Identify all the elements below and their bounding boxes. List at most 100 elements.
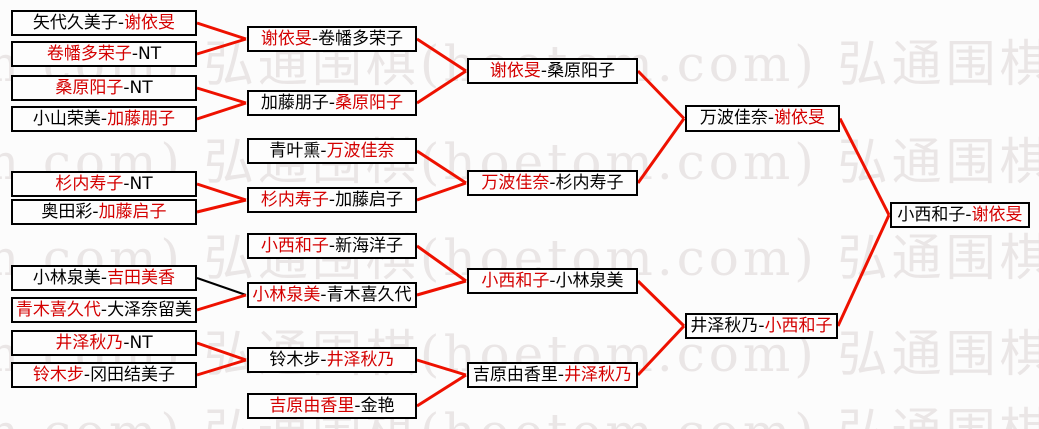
match-box-r3m2: 万波佳奈-杉内寿子 — [467, 170, 638, 196]
player-first: 桑原阳子 — [55, 77, 124, 98]
connector-sf1-f1 — [838, 117, 891, 216]
separator: - — [100, 108, 108, 129]
connector-r1m2-r2m1 — [196, 37, 247, 56]
player-first: 青叶熏 — [269, 140, 321, 161]
match-box-r2m8: 吉原由香里-金艳 — [247, 393, 417, 419]
player-second: 杉内寿子 — [555, 172, 624, 193]
separator: - — [123, 173, 130, 194]
connector-r1m4-r2m2 — [196, 101, 247, 121]
player-second: NT — [129, 77, 153, 98]
player-second: 冈田结美子 — [90, 364, 176, 385]
separator: - — [328, 235, 336, 256]
player-second: NT — [138, 43, 162, 64]
player-second: 卷幡多荣子 — [318, 28, 404, 49]
connector-r1m9-r2m7 — [196, 341, 247, 362]
match-box-r1m10: 铃木步-冈田结美子 — [11, 362, 197, 388]
match-box-f1: 小西和子-谢依旻 — [890, 202, 1030, 228]
separator: - — [92, 201, 99, 222]
player-second: NT — [129, 332, 153, 353]
connector-r2m5-r3m3 — [416, 244, 467, 283]
player-second: 井泽秋乃 — [326, 349, 395, 370]
player-first: 卷幡多荣子 — [46, 43, 132, 64]
match-box-r1m6: 奥田彩-加藤启子 — [11, 199, 197, 225]
player-first: 小西和子 — [897, 204, 966, 225]
connector-r1m1-r2m1 — [196, 21, 247, 41]
player-second: 加藤启子 — [335, 189, 404, 210]
connector-r2m2-r3m1 — [416, 69, 467, 105]
connector-r1m8-r2m6 — [196, 293, 247, 312]
player-first: 小林泉美 — [252, 284, 321, 305]
player-second: 新海洋子 — [335, 235, 404, 256]
match-box-r1m9: 井泽秋乃-NT — [11, 330, 197, 356]
player-second: NT — [129, 173, 153, 194]
match-box-r2m1: 谢依旻-卷幡多荣子 — [247, 26, 417, 52]
connector-r1m5-r2m4 — [196, 182, 247, 202]
connector-r1m3-r2m2 — [196, 86, 247, 105]
separator: - — [320, 140, 327, 161]
separator: - — [549, 270, 556, 291]
connector-r1m10-r2m7 — [196, 358, 247, 377]
match-box-r3m1: 谢依旻-桑原阳子 — [467, 58, 638, 84]
match-box-r3m3: 小西和子-小林泉美 — [467, 268, 638, 294]
player-second: 谢依旻 — [124, 12, 176, 33]
player-second: 加藤朋子 — [107, 108, 176, 129]
player-second: 桑原阳子 — [335, 92, 404, 113]
match-box-r2m2: 加藤朋子-桑原阳子 — [247, 90, 417, 116]
separator: - — [131, 43, 139, 64]
player-first: 杉内寿子 — [55, 173, 124, 194]
player-first: 铃木步 — [269, 349, 321, 370]
player-first: 谢依旻 — [260, 28, 312, 49]
player-first: 谢依旻 — [489, 60, 541, 81]
player-first: 小西和子 — [481, 270, 550, 291]
separator: - — [117, 12, 125, 33]
player-first: 矢代久美子 — [32, 12, 118, 33]
match-box-r1m5: 杉内寿子-NT — [11, 171, 197, 197]
separator: - — [557, 364, 565, 385]
player-second: 谢依旻 — [971, 204, 1023, 225]
separator: - — [549, 172, 556, 193]
player-first: 井泽秋乃 — [55, 332, 124, 353]
match-box-r1m4: 小山荣美-加藤朋子 — [11, 106, 197, 132]
player-second: 谢依旻 — [774, 108, 826, 128]
connector-r3m1-sf1 — [636, 69, 686, 120]
player-first: 小山荣美 — [32, 108, 101, 129]
separator: - — [320, 349, 327, 370]
match-box-r3m4: 吉原由香里-井泽秋乃 — [467, 362, 638, 388]
player-second: 井泽秋乃 — [564, 364, 633, 385]
connector-r3m2-sf1 — [636, 117, 686, 184]
player-second: 万波佳奈 — [326, 140, 395, 161]
separator: - — [83, 364, 91, 385]
match-box-r2m4: 杉内寿子-加藤启子 — [247, 187, 417, 213]
separator: - — [354, 395, 361, 416]
player-second: 吉田美香 — [107, 267, 176, 288]
player-second: 小林泉美 — [555, 270, 624, 291]
player-second: 桑原阳子 — [547, 60, 616, 81]
player-first: 井泽秋乃 — [690, 315, 759, 336]
separator: - — [320, 284, 327, 305]
separator: - — [100, 267, 108, 288]
separator: - — [328, 92, 336, 113]
separator: - — [328, 189, 336, 210]
player-second: 金艳 — [360, 395, 395, 416]
player-first: 奥田彩 — [41, 201, 93, 222]
separator: - — [311, 28, 319, 49]
player-first: 铃木步 — [32, 364, 84, 385]
separator: - — [123, 332, 130, 353]
match-box-sf1: 万波佳奈-谢依旻 — [685, 105, 840, 132]
match-box-r2m5: 小西和子-新海洋子 — [247, 233, 417, 259]
player-first: 青木喜久代 — [15, 299, 101, 320]
player-first: 万波佳奈 — [481, 172, 550, 193]
connector-r2m3-r3m2 — [416, 149, 467, 185]
player-second: 青木喜久代 — [326, 284, 412, 305]
connector-r1m7-r2m6 — [196, 277, 247, 296]
separator: - — [758, 315, 765, 336]
watermark-text: 弘通围棋(hoetom.com) 弘通围棋(hoetom.com) 弘通围棋(h… — [0, 392, 1039, 429]
match-box-r2m7: 铃木步-井泽秋乃 — [247, 347, 417, 373]
connector-sf2-f1 — [836, 214, 891, 327]
separator: - — [767, 108, 775, 128]
match-box-sf2: 井泽秋乃-小西和子 — [685, 313, 838, 339]
match-box-r2m3: 青叶熏-万波佳奈 — [247, 138, 417, 164]
separator: - — [100, 299, 108, 320]
